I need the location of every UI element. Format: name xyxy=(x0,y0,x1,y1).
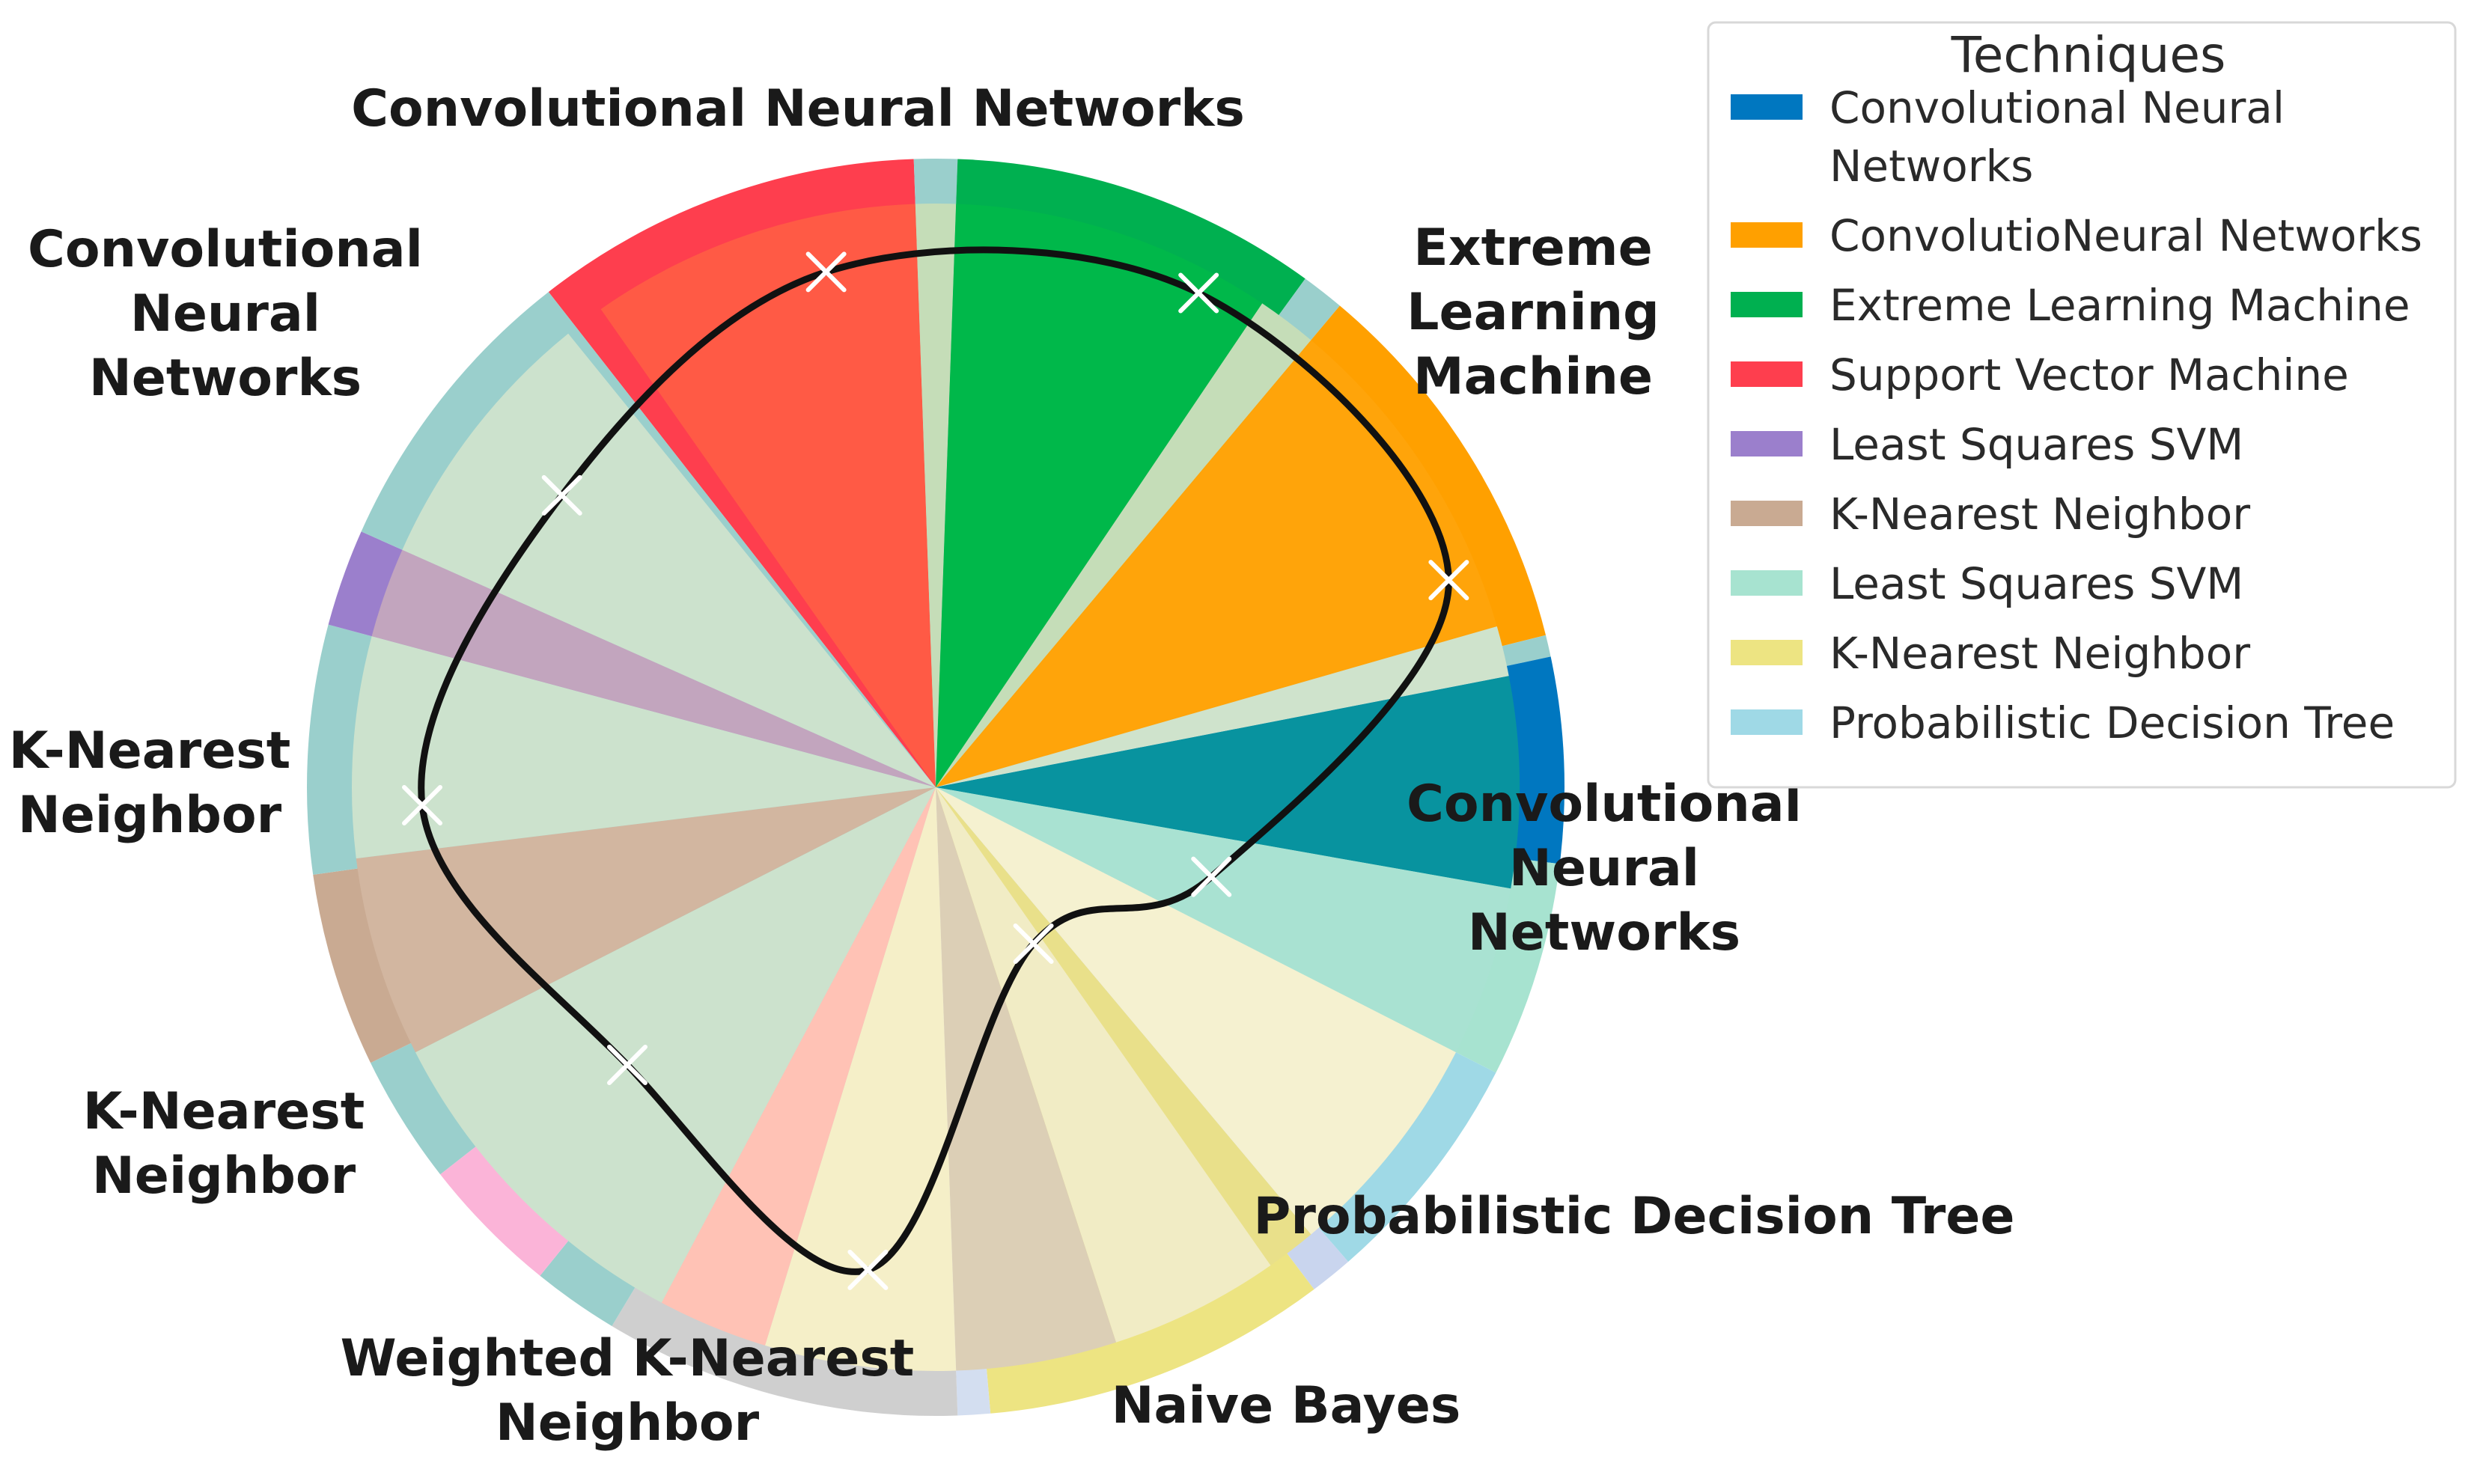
inner-overlay-1 xyxy=(915,204,957,787)
legend-label-0-line-1: Networks xyxy=(1829,141,2033,192)
category-label-0: Convolutional Neural Networks xyxy=(351,79,1245,138)
inner-overlay-3 xyxy=(936,303,1311,787)
data-point-0 xyxy=(805,251,847,293)
legend-label-0-line-0: Convolutional Neural xyxy=(1829,82,2285,133)
legend-label-5: K-Nearest Neighbor xyxy=(1829,489,2250,540)
inner-overlay-4 xyxy=(936,340,1497,787)
inner-overlay-2 xyxy=(936,204,1263,787)
data-point-2 xyxy=(1428,560,1469,601)
legend-label-3: Support Vector Machine xyxy=(1829,349,2349,400)
legend-label-8-line-0: Probabilistic Decision Tree xyxy=(1829,697,2395,748)
category-label-4: Naive Bayes xyxy=(1112,1376,1461,1435)
legend-label-7: K-Nearest Neighbor xyxy=(1829,628,2250,679)
data-point-7 xyxy=(402,784,443,825)
data-point-8 xyxy=(541,474,582,516)
data-point-4 xyxy=(1013,923,1054,964)
category-label-6-line-1: Neighbor xyxy=(92,1146,356,1206)
legend-label-2-line-0: Extreme Learning Machine xyxy=(1829,280,2410,331)
data-point-6 xyxy=(607,1044,648,1085)
legend-swatch-3 xyxy=(1731,361,1803,387)
inner-overlay-7 xyxy=(936,787,1511,1053)
legend-label-6: Least Squares SVM xyxy=(1829,558,2243,609)
legend-frame xyxy=(1707,21,2457,789)
data-point-3 xyxy=(1191,856,1232,897)
legend-label-1-line-0: ConvolutioNeural Networks xyxy=(1829,210,2422,261)
inner-overlay-15 xyxy=(356,787,936,1053)
category-label-8-line-2: Networks xyxy=(89,349,362,408)
legend-swatch-1 xyxy=(1731,222,1803,248)
legend-swatch-8 xyxy=(1731,709,1803,735)
inner-overlay-5 xyxy=(936,626,1509,787)
category-label-7-line-0: K-Nearest xyxy=(9,721,291,781)
data-point-1 xyxy=(1178,272,1219,314)
legend-label-5-line-0: K-Nearest Neighbor xyxy=(1829,489,2250,540)
legend-label-6-line-0: Least Squares SVM xyxy=(1829,558,2243,609)
legend-swatch-0 xyxy=(1731,94,1803,120)
category-label-2-line-2: Networks xyxy=(1468,903,1740,962)
inner-overlay-9 xyxy=(936,787,1311,1265)
category-label-4-line-0: Naive Bayes xyxy=(1112,1376,1461,1435)
legend-swatch-6 xyxy=(1731,570,1803,596)
category-label-1-line-0: Extreme xyxy=(1413,219,1652,278)
inner-overlay-17 xyxy=(371,549,936,787)
series-line xyxy=(418,246,1452,1275)
category-label-8-line-1: Neural xyxy=(130,284,320,343)
series-layer xyxy=(402,246,1469,1290)
category-label-3: Probabilistic Decision Tree xyxy=(1254,1187,2015,1246)
category-label-1-line-1: Learning xyxy=(1407,283,1660,342)
category-label-6-line-0: K-Nearest xyxy=(83,1082,365,1141)
category-label-1-line-2: Machine xyxy=(1413,347,1653,406)
category-label-5-line-1: Neighbor xyxy=(496,1393,760,1453)
inner-overlay-18 xyxy=(402,333,936,787)
inner-overlay-14 xyxy=(415,787,936,1303)
category-label-8-line-0: Convolutional xyxy=(28,220,423,279)
inner-overlay-6 xyxy=(936,676,1520,889)
inner-overlay-0 xyxy=(600,204,936,787)
legend-label-2: Extreme Learning Machine xyxy=(1829,280,2410,331)
category-label-0-line-0: Convolutional Neural Networks xyxy=(351,79,1245,138)
category-label-5-line-0: Weighted K-Nearest xyxy=(341,1329,915,1388)
inner-overlay-11 xyxy=(936,787,1116,1371)
inner-overlay-8 xyxy=(936,787,1456,1235)
legend-swatch-2 xyxy=(1731,292,1803,317)
inner-overlay-16 xyxy=(351,636,936,859)
legend-label-3-line-0: Support Vector Machine xyxy=(1829,349,2349,400)
category-label-2-line-1: Neural xyxy=(1509,839,1699,898)
legend-label-1: ConvolutioNeural Networks xyxy=(1829,210,2422,261)
category-label-3-line-0: Probabilistic Decision Tree xyxy=(1254,1187,2015,1246)
legend-label-4-line-0: Least Squares SVM xyxy=(1829,419,2243,470)
legend-label-7-line-0: K-Nearest Neighbor xyxy=(1829,628,2250,679)
inner-overlay-10 xyxy=(936,787,1271,1343)
inner-overlay-layer xyxy=(351,204,1520,1371)
legend-swatch-7 xyxy=(1731,640,1803,665)
inner-overlay-13 xyxy=(661,787,936,1346)
category-label-7-line-1: Neighbor xyxy=(18,786,282,845)
data-point-5 xyxy=(847,1249,889,1290)
legend-label-8: Probabilistic Decision Tree xyxy=(1829,697,2395,748)
legend-label-4: Least Squares SVM xyxy=(1829,419,2243,470)
legend-title: Techniques xyxy=(1951,26,2226,84)
legend-swatch-4 xyxy=(1731,431,1803,457)
legend-swatch-5 xyxy=(1731,501,1803,526)
